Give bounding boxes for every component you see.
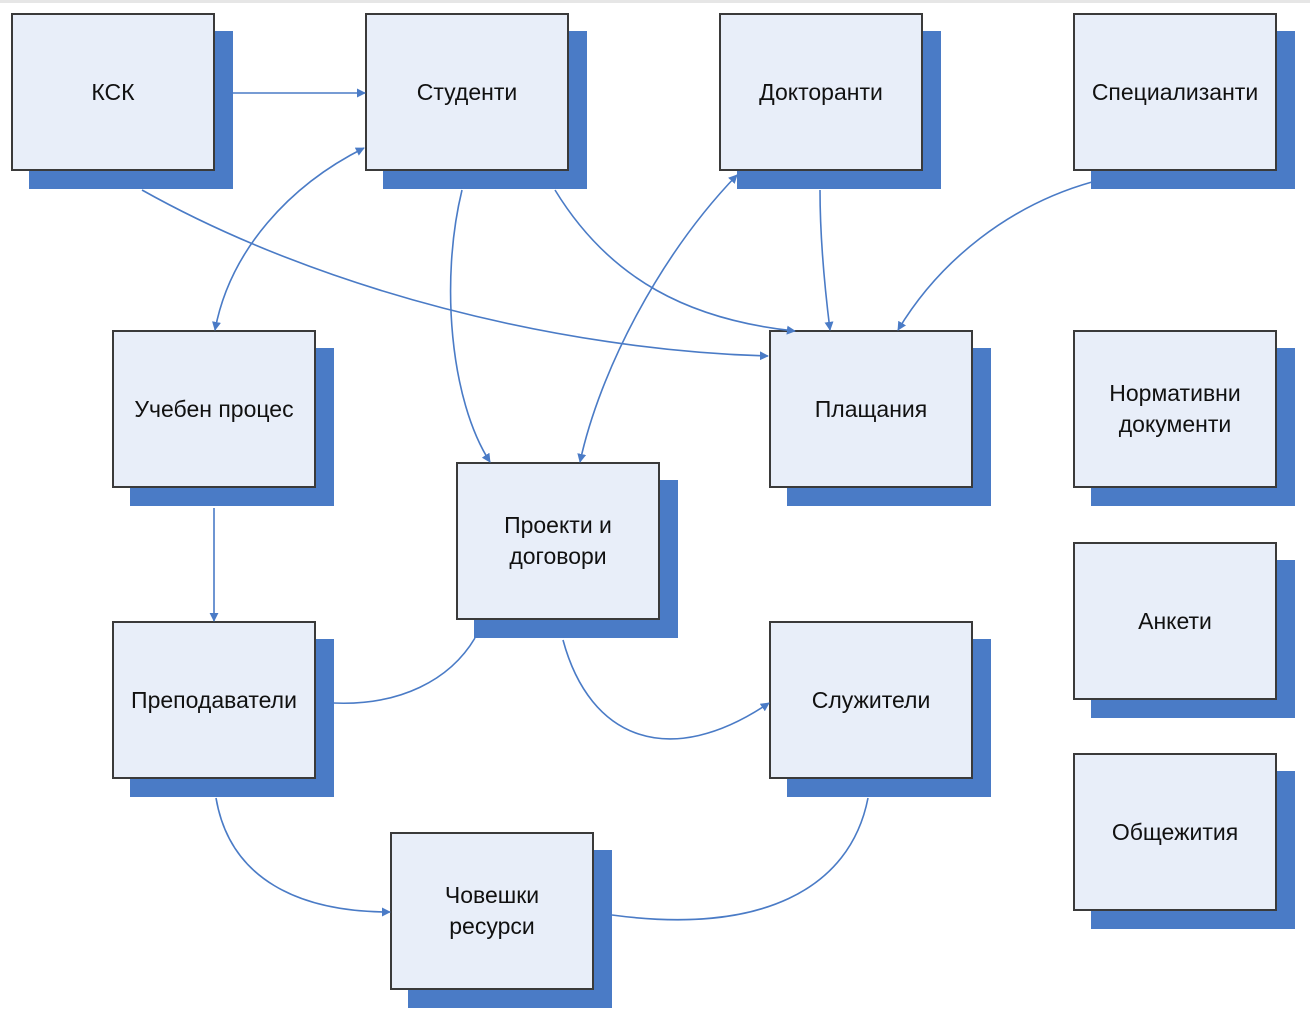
node-proekti-i-dogovori: Проекти и договори xyxy=(456,462,678,638)
node-label-plashtania: Плащания xyxy=(814,395,928,422)
node-specializanti: Специализанти xyxy=(1073,13,1295,189)
node-label-proekti-i-dogovori: Проекти и договори xyxy=(504,512,612,569)
connector-sluzhiteli-choveshki-resursi xyxy=(611,797,869,921)
node-box: КСК xyxy=(11,13,215,171)
connector-prepodavateli-proekti xyxy=(332,637,476,705)
node-label-anketi: Анкети xyxy=(1138,607,1212,634)
node-label-studenti: Студенти xyxy=(416,78,518,105)
node-box: Студенти xyxy=(365,13,569,171)
connector-studenti-ucheben-proces xyxy=(212,147,365,331)
node-box: Плащания xyxy=(769,330,973,488)
connector-specializanti-plashtania xyxy=(897,181,1093,331)
connector-prepodavateli-choveshki-resursi xyxy=(215,797,391,917)
node-choveshki-resursi: Човешки ресурси xyxy=(390,832,612,1008)
node-label-ksk: КСК xyxy=(91,78,135,105)
connector-doktoranti-proekti xyxy=(577,174,738,463)
node-normativni-dokumenti: Нормативни документи xyxy=(1073,330,1295,506)
connector-ksk-plashtania xyxy=(141,189,769,361)
connector-studenti-proekti xyxy=(449,189,491,463)
node-label-obshtezhitia: Общежития xyxy=(1111,818,1239,845)
connector-studenti-plashtania xyxy=(554,189,796,335)
node-box: Проекти и договори xyxy=(456,462,660,620)
connector-proekti-sluzhiteli xyxy=(562,639,770,740)
node-label-specializanti: Специализанти xyxy=(1091,78,1259,105)
node-label-normativni-dokumenti: Нормативни документи xyxy=(1109,380,1241,437)
node-box: Учебен процес xyxy=(112,330,316,488)
node-plashtania: Плащания xyxy=(769,330,991,506)
top-rule xyxy=(0,0,1310,3)
node-box: Служители xyxy=(769,621,973,779)
node-box: Човешки ресурси xyxy=(390,832,594,990)
node-box: Докторанти xyxy=(719,13,923,171)
node-studenti: Студенти xyxy=(365,13,587,189)
node-box: Специализанти xyxy=(1073,13,1277,171)
node-label-choveshki-resursi: Човешки ресурси xyxy=(444,882,540,939)
node-box: Нормативни документи xyxy=(1073,330,1277,488)
connector-doktoranti-plashtania xyxy=(819,189,834,331)
node-label-sluzhiteli: Служители xyxy=(811,686,931,713)
node-box: Преподаватели xyxy=(112,621,316,779)
node-label-doktoranti: Докторанти xyxy=(759,78,883,105)
node-doktoranti: Докторанти xyxy=(719,13,941,189)
node-ucheben-proces: Учебен процес xyxy=(112,330,334,506)
node-label-prepodavateli: Преподаватели xyxy=(131,686,297,713)
node-sluzhiteli: Служители xyxy=(769,621,991,797)
node-ksk: КСК xyxy=(11,13,233,189)
node-label-ucheben-proces: Учебен процес xyxy=(134,395,294,422)
node-box: Общежития xyxy=(1073,753,1277,911)
node-prepodavateli: Преподаватели xyxy=(112,621,334,797)
node-box: Анкети xyxy=(1073,542,1277,700)
node-anketi: Анкети xyxy=(1073,542,1295,718)
node-obshtezhitia: Общежития xyxy=(1073,753,1295,929)
